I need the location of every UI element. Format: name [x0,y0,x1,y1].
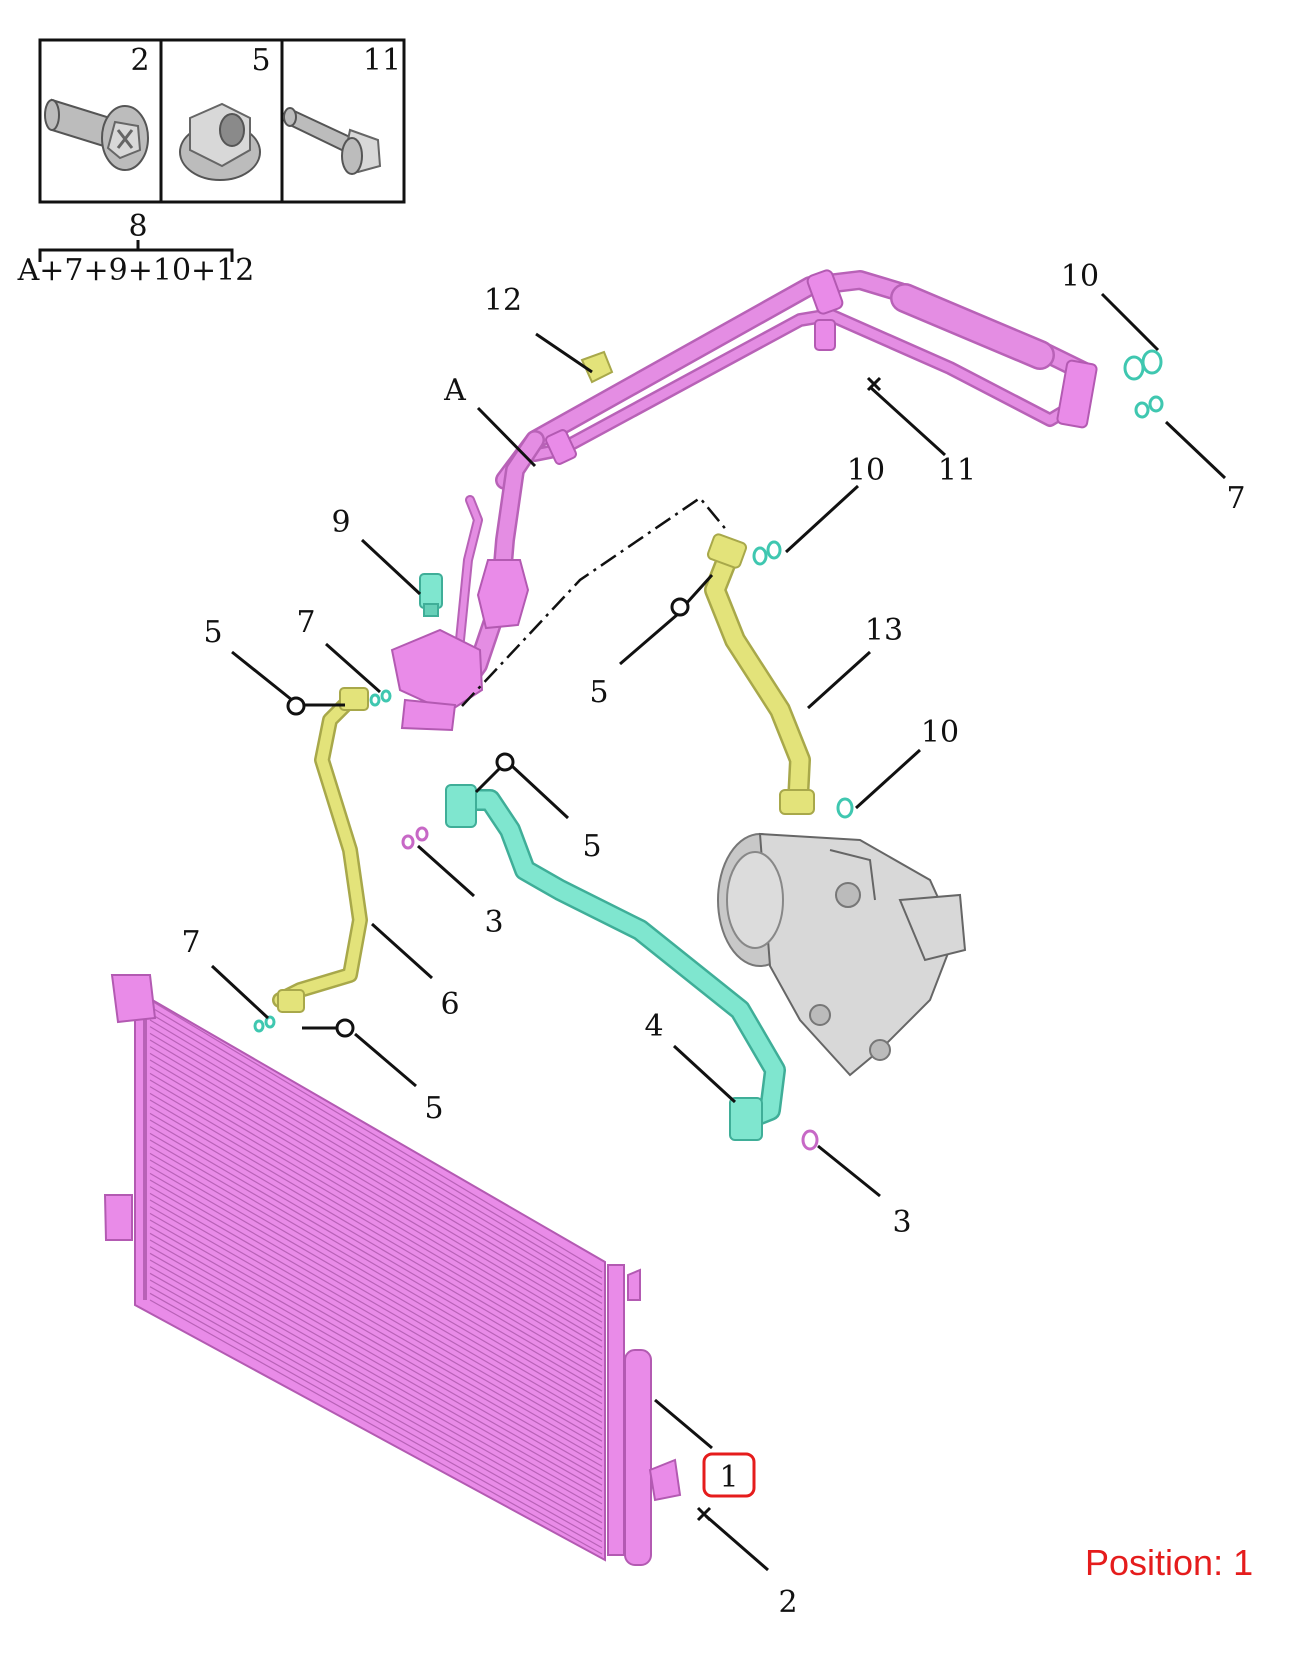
pressure-sensor-9 [419,573,443,617]
o-ring-7-bottom-a [253,1019,265,1033]
callout-4: 4 [644,1009,663,1044]
legend-label-5: 5 [251,43,270,78]
clip-12 [580,350,614,384]
callout-1-highlight [702,1452,756,1498]
callout-2: 2 [778,1585,797,1620]
callout-labels: 12 A 10 11 7 10 9 5 7 5 13 10 5 3 6 7 5 … [181,259,1245,1620]
o-ring-10-low [836,797,854,819]
o-ring-10-top-b [1141,349,1163,375]
callout-10-low: 10 [921,715,959,750]
o-ring-7-left-a [369,693,381,707]
o-rings [253,349,1164,1151]
o-ring-7-bottom-b [264,1015,276,1029]
nut-marker-5-bottom [335,1018,355,1038]
nut-marker-5-left [286,696,306,716]
callout-5-left: 5 [203,615,222,650]
o-ring-10-mid-a [752,546,768,566]
legend-label-2: 2 [130,43,149,78]
hose-6 [272,687,369,1013]
callout-10-top: 10 [1061,259,1099,294]
flange-nut-icon [179,102,261,181]
kit-contents: A+7+9+10+12 [17,253,255,288]
o-ring-3-upper-a [401,834,415,850]
o-ring-10-mid-b [766,540,782,560]
o-ring-7-top-a [1134,401,1150,419]
callout-3-upper: 3 [484,905,503,940]
callout-10-mid: 10 [847,453,885,488]
leader-lines [210,292,1227,1572]
callout-7-top: 7 [1226,481,1245,516]
callout-6: 6 [440,987,459,1022]
hose-4 [445,784,786,1141]
legend-label-11: 11 [363,43,401,78]
condenser-1 [103,974,682,1566]
nut-marker-5-lower [495,752,515,772]
fastener-legend: 2 5 11 8 A+7+9+10+12 [17,38,406,288]
ac-compressor [717,832,967,1077]
o-ring-7-left-b [380,689,392,703]
routing-dashdot-line [461,496,729,707]
callout-7-left: 7 [296,605,315,640]
callout-1: 1 [719,1460,738,1495]
callout-11: 11 [938,453,976,488]
bolt-washer-icon [44,98,149,171]
ac-line-assembly-a [390,269,1098,732]
callout-12: 12 [484,283,522,318]
nut-marker-5-mid [670,597,690,617]
callout-7-bottom: 7 [181,925,200,960]
flange-bolt-icon [283,107,382,175]
callout-5-bottom: 5 [424,1091,443,1126]
o-ring-7-top-b [1148,395,1164,413]
callout-a: A [443,373,466,408]
hose-13 [704,533,815,815]
kit-number-8: 8 [128,209,147,244]
callout-13: 13 [865,613,903,648]
callout-5-lower: 5 [582,829,601,864]
o-ring-3-upper-b [415,826,429,842]
callout-3-lower: 3 [892,1205,911,1240]
o-ring-10-top-a [1123,355,1145,381]
o-ring-3-lower [801,1129,819,1151]
callout-5-mid: 5 [589,675,608,710]
position-label: Position: 1 [1085,1542,1254,1583]
callout-9: 9 [331,505,350,540]
